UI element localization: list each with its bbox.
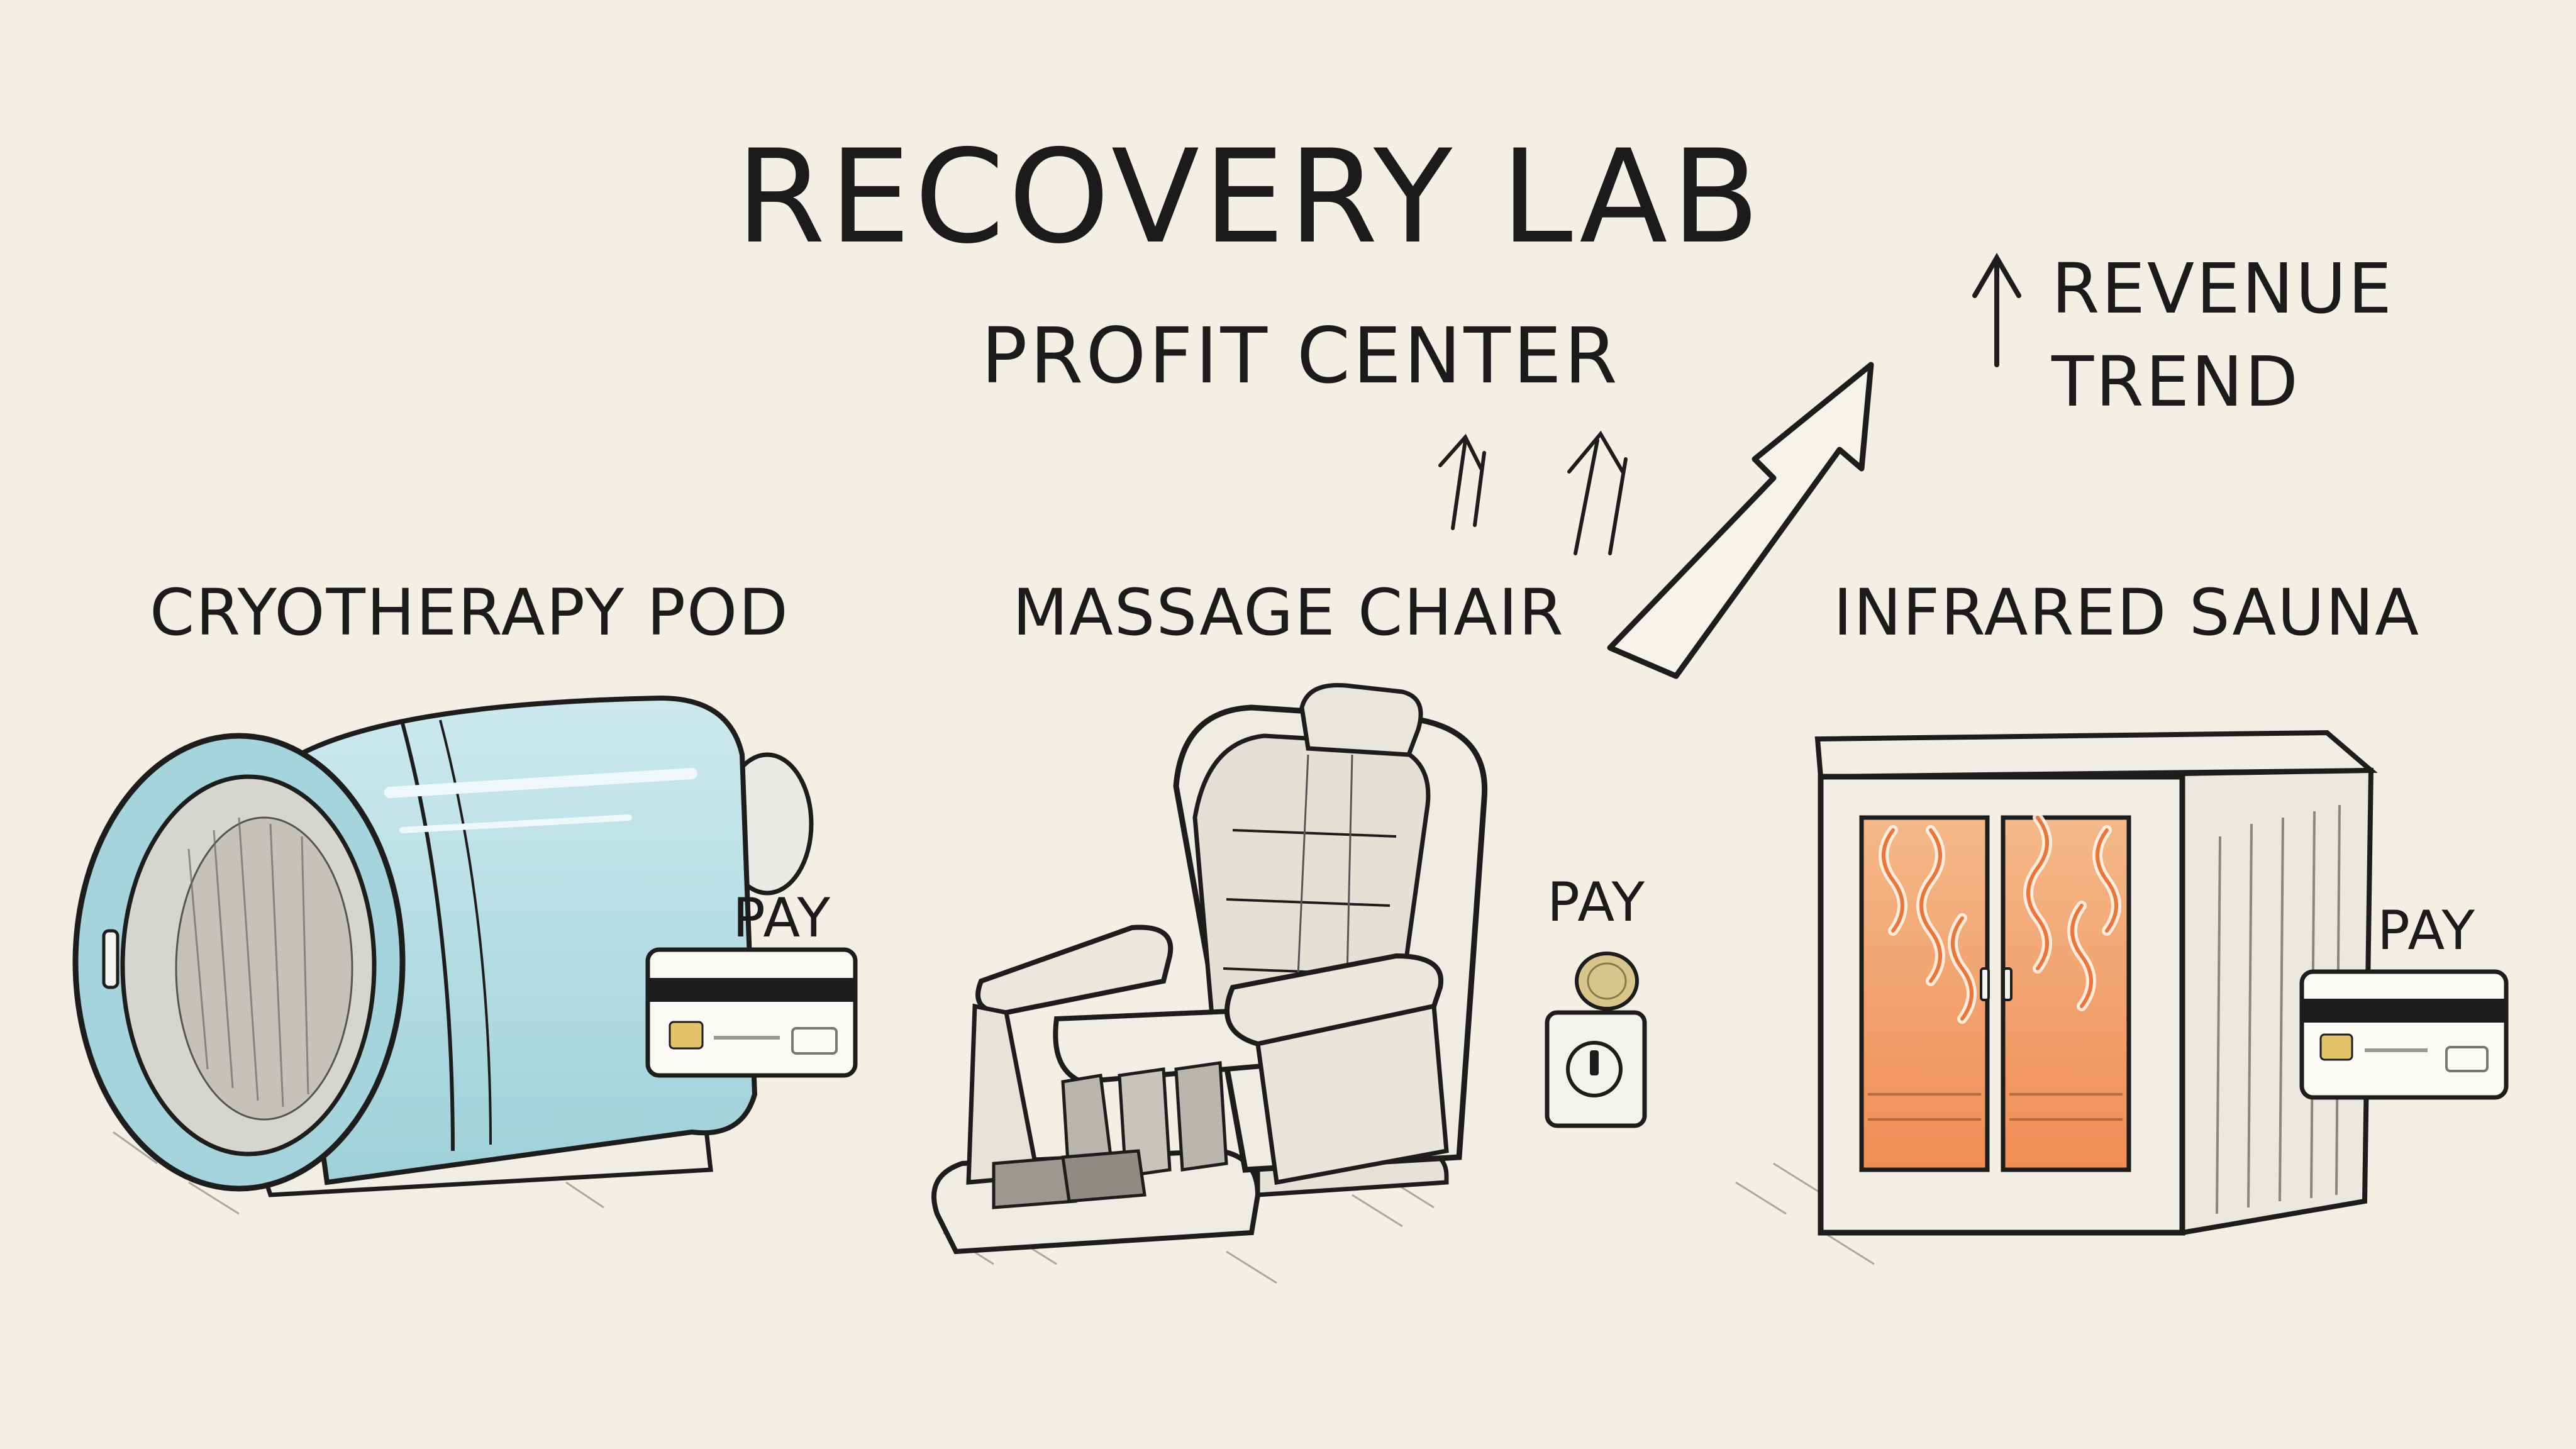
coin-slot-icon — [1545, 952, 1647, 1128]
station-label-cryotherapy: CRYOTHERAPY POD — [150, 575, 789, 650]
revenue-line2: TREND — [2051, 341, 2301, 422]
credit-card-icon — [2299, 969, 2509, 1100]
trend-arrow-icon — [1607, 362, 1874, 679]
pay-label-massage: PAY — [1547, 871, 1646, 934]
growth-arrows-icon — [1438, 430, 1635, 553]
pay-label-sauna: PAY — [2377, 899, 2477, 962]
infrared-sauna-icon — [1735, 730, 2378, 1265]
page-title: RECOVERY LAB — [736, 123, 1764, 272]
revenue-trend-label: REVENUE TREND — [2051, 242, 2394, 428]
up-arrow-icon — [1972, 253, 2021, 367]
massage-chair-icon — [931, 682, 1488, 1284]
pay-label-cryotherapy: PAY — [733, 887, 832, 950]
station-label-massage: MASSAGE CHAIR — [1013, 575, 1565, 650]
station-label-sauna: INFRARED SAUNA — [1833, 575, 2421, 650]
credit-card-icon — [645, 947, 858, 1078]
cryotherapy-pod-icon — [72, 695, 814, 1215]
revenue-line1: REVENUE — [2051, 248, 2394, 329]
page-subtitle: PROFIT CENTER — [981, 311, 1620, 401]
